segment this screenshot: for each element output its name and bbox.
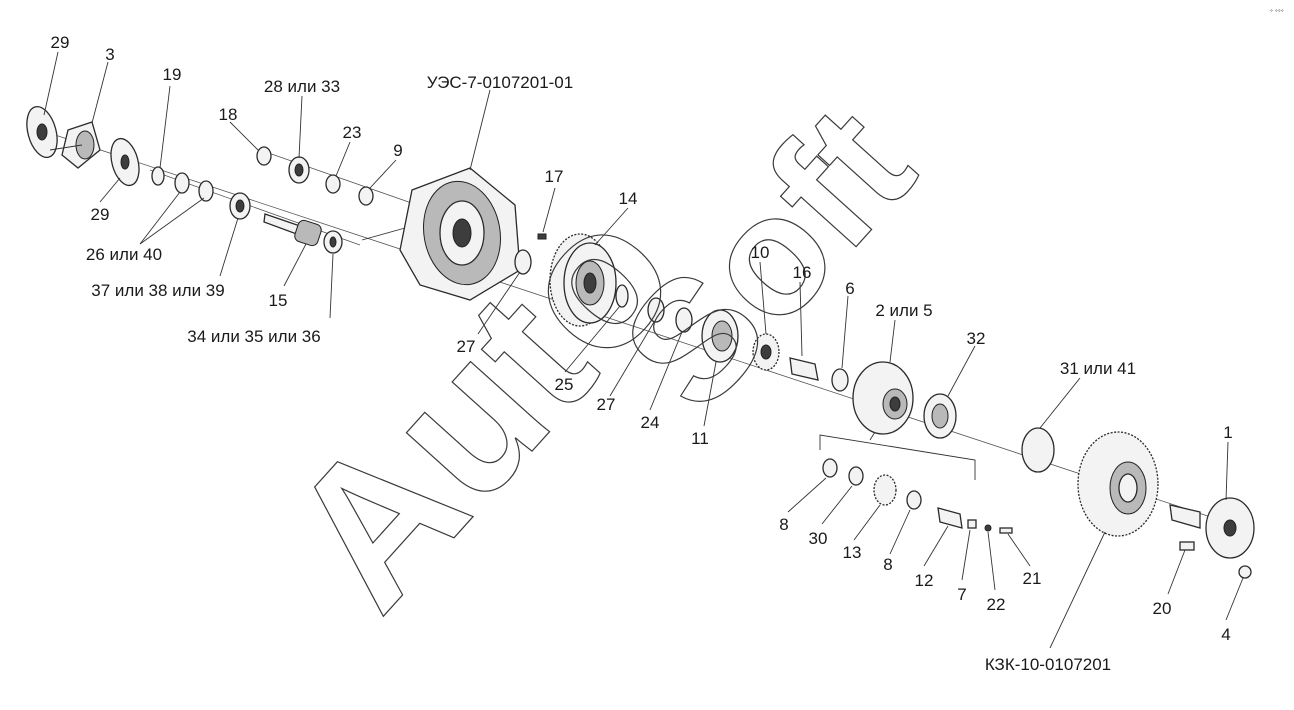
- part-19-ring: [151, 166, 165, 186]
- callout-32: 32: [967, 329, 986, 348]
- part-26-ring-b: [198, 180, 214, 202]
- callout-20: 20: [1153, 599, 1172, 618]
- part-29-washer-top: [26, 105, 58, 159]
- cover-label: КЗК-10-0107201: [985, 655, 1111, 674]
- part-3-flange-shaft: [49, 121, 101, 169]
- corner-logo: ° °°°: [1270, 9, 1284, 16]
- part-14-large-gear: [549, 233, 617, 327]
- callout-18: 18: [219, 105, 238, 124]
- callout-17: 17: [545, 167, 564, 186]
- part-2-carrier: [852, 361, 914, 435]
- leader-lines: [43, 51, 1244, 649]
- part-9-ring: [358, 186, 374, 206]
- part-7-ball: [967, 519, 977, 529]
- part-17-pin: [537, 233, 547, 240]
- part-20-bolt: [1179, 541, 1195, 551]
- part-4-nut: [1238, 565, 1252, 579]
- callout-10: 10: [751, 243, 770, 262]
- callout-27-a: 27: [457, 337, 476, 356]
- part-18-ring: [256, 146, 272, 166]
- part-8-ring-a: [822, 458, 838, 478]
- callout-27-b: 27: [597, 395, 616, 414]
- callout-24: 24: [641, 413, 660, 432]
- callout-37-38-39: 37 или 38 или 39: [91, 281, 224, 300]
- callout-2-or-5: 2 или 5: [875, 301, 932, 320]
- part-24-ring: [675, 307, 693, 333]
- cover-kzk: [1077, 431, 1159, 537]
- part-29-washer-lower: [110, 137, 140, 187]
- part-6-ring: [831, 368, 849, 392]
- part-23-ring: [325, 174, 341, 194]
- part-27-ring-a: [514, 249, 532, 275]
- callout-6: 6: [845, 279, 854, 298]
- part-16-sleeve: [789, 357, 819, 381]
- part-8-ring-b: [906, 490, 922, 510]
- housing-main: [361, 167, 521, 301]
- callout-8-b: 8: [883, 555, 892, 574]
- callout-22: 22: [987, 595, 1006, 614]
- labels: УЭС-7-0107201-01 КЗК-10-0107201 29 3 19 …: [51, 33, 1233, 674]
- callout-12: 12: [915, 571, 934, 590]
- callout-28-or-33: 28 или 33: [264, 77, 340, 96]
- callout-31-or-41: 31 или 41: [1060, 359, 1136, 378]
- part-22-ball: [984, 524, 992, 532]
- callout-3: 3: [105, 45, 114, 64]
- part-25-snap-ring: [615, 284, 629, 308]
- part-1-flange: [1169, 497, 1255, 559]
- callout-16: 16: [793, 263, 812, 282]
- callout-13: 13: [843, 543, 862, 562]
- part-21-screw: [999, 527, 1013, 534]
- callout-34-35-36: 34 или 35 или 36: [187, 327, 320, 346]
- part-10-gear: [752, 333, 780, 371]
- part-12-pin: [937, 507, 963, 529]
- callout-8-a: 8: [779, 515, 788, 534]
- callout-29-lower: 29: [91, 205, 110, 224]
- callout-14: 14: [619, 189, 638, 208]
- group-bracket: [819, 434, 976, 480]
- part-11-hub: [701, 309, 739, 363]
- callout-11: 11: [691, 429, 709, 448]
- part-15-gear-shaft: [263, 213, 322, 247]
- housing-label: УЭС-7-0107201-01: [427, 73, 573, 92]
- part-31-ring: [1021, 427, 1055, 473]
- watermark: Auto Soft: [246, 71, 950, 649]
- callout-9: 9: [393, 141, 402, 160]
- part-34-bearing: [323, 230, 343, 254]
- part-13-gear: [873, 474, 897, 506]
- callout-7: 7: [957, 585, 966, 604]
- callout-15: 15: [269, 291, 288, 310]
- part-28-bearing: [288, 156, 310, 184]
- callout-4: 4: [1221, 625, 1230, 644]
- callout-21: 21: [1023, 569, 1042, 588]
- part-30-bearing: [848, 466, 864, 486]
- callout-1: 1: [1223, 423, 1232, 442]
- part-26-ring-a: [174, 172, 190, 194]
- part-32-seal: [923, 393, 957, 439]
- callout-26-or-40: 26 или 40: [86, 245, 162, 264]
- callout-19: 19: [163, 65, 182, 84]
- part-27-ring-b: [647, 297, 665, 323]
- callout-30: 30: [809, 529, 828, 548]
- part-37-bearing: [229, 192, 251, 220]
- callout-25: 25: [555, 375, 574, 394]
- callout-29-top: 29: [51, 33, 70, 52]
- callout-23: 23: [343, 123, 362, 142]
- parts-layer: [26, 105, 1255, 579]
